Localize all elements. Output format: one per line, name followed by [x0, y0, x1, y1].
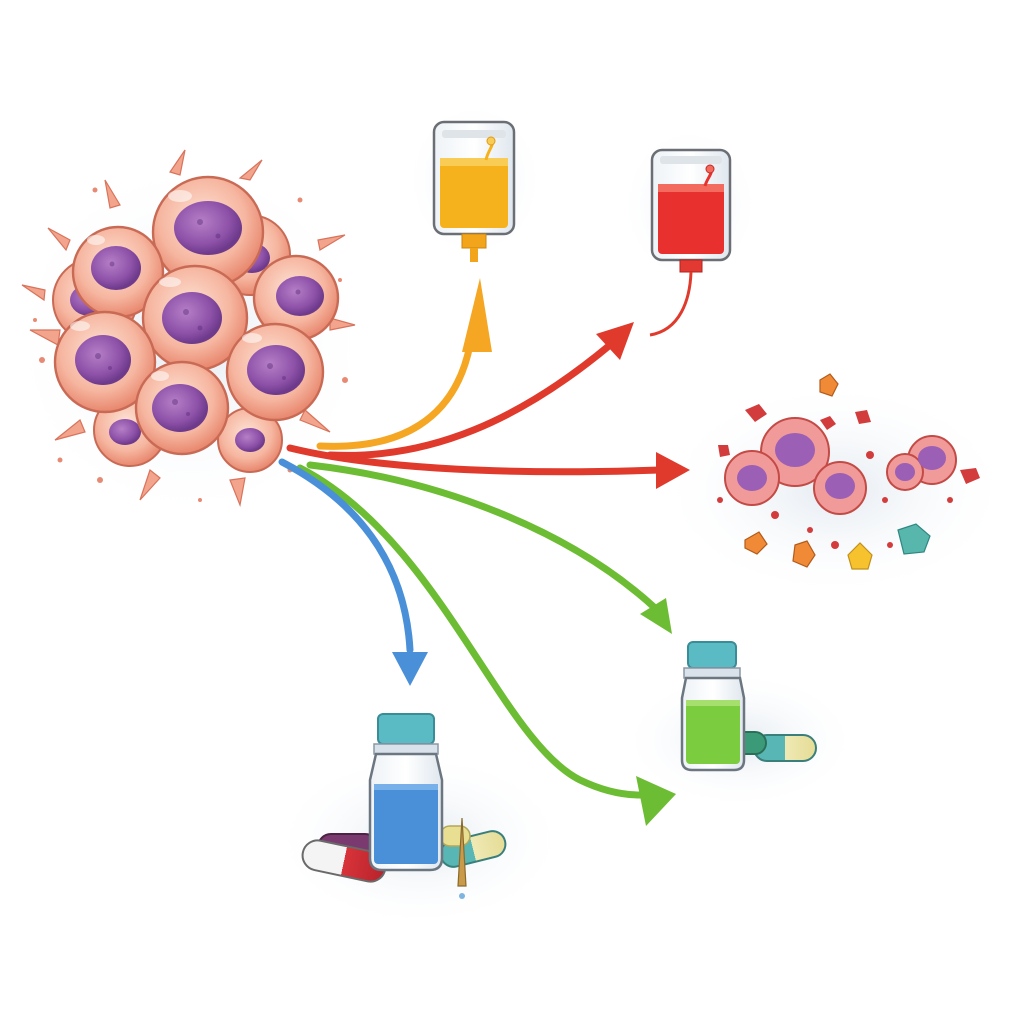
arrow-head-blue	[392, 652, 428, 686]
arrows	[278, 278, 690, 826]
arrow-to-blue-vial	[278, 458, 414, 654]
arrow-head-green-lower	[636, 776, 676, 826]
vial-blue-icon	[301, 713, 507, 899]
vial-green-icon	[680, 641, 817, 772]
cancer-cell-cluster-icon	[21, 149, 356, 508]
iv-bag-red-icon	[649, 148, 732, 337]
arrow-to-green-vial-upper	[306, 461, 659, 612]
iv-bag-yellow-icon	[432, 120, 516, 262]
arrow-head-red-upper	[596, 322, 634, 360]
arrow-head-yellow	[462, 278, 492, 352]
arrow-to-red-iv-bag	[326, 341, 614, 459]
arrow-to-yellow-iv-bag	[316, 341, 474, 450]
arrow-to-green-vial-lower	[296, 464, 644, 799]
fragmented-cells-icon	[717, 373, 980, 570]
arrow-head-green-upper	[640, 598, 672, 634]
arrow-head-red-lower	[656, 452, 690, 489]
arrow-to-dispersed-cells	[286, 444, 664, 476]
